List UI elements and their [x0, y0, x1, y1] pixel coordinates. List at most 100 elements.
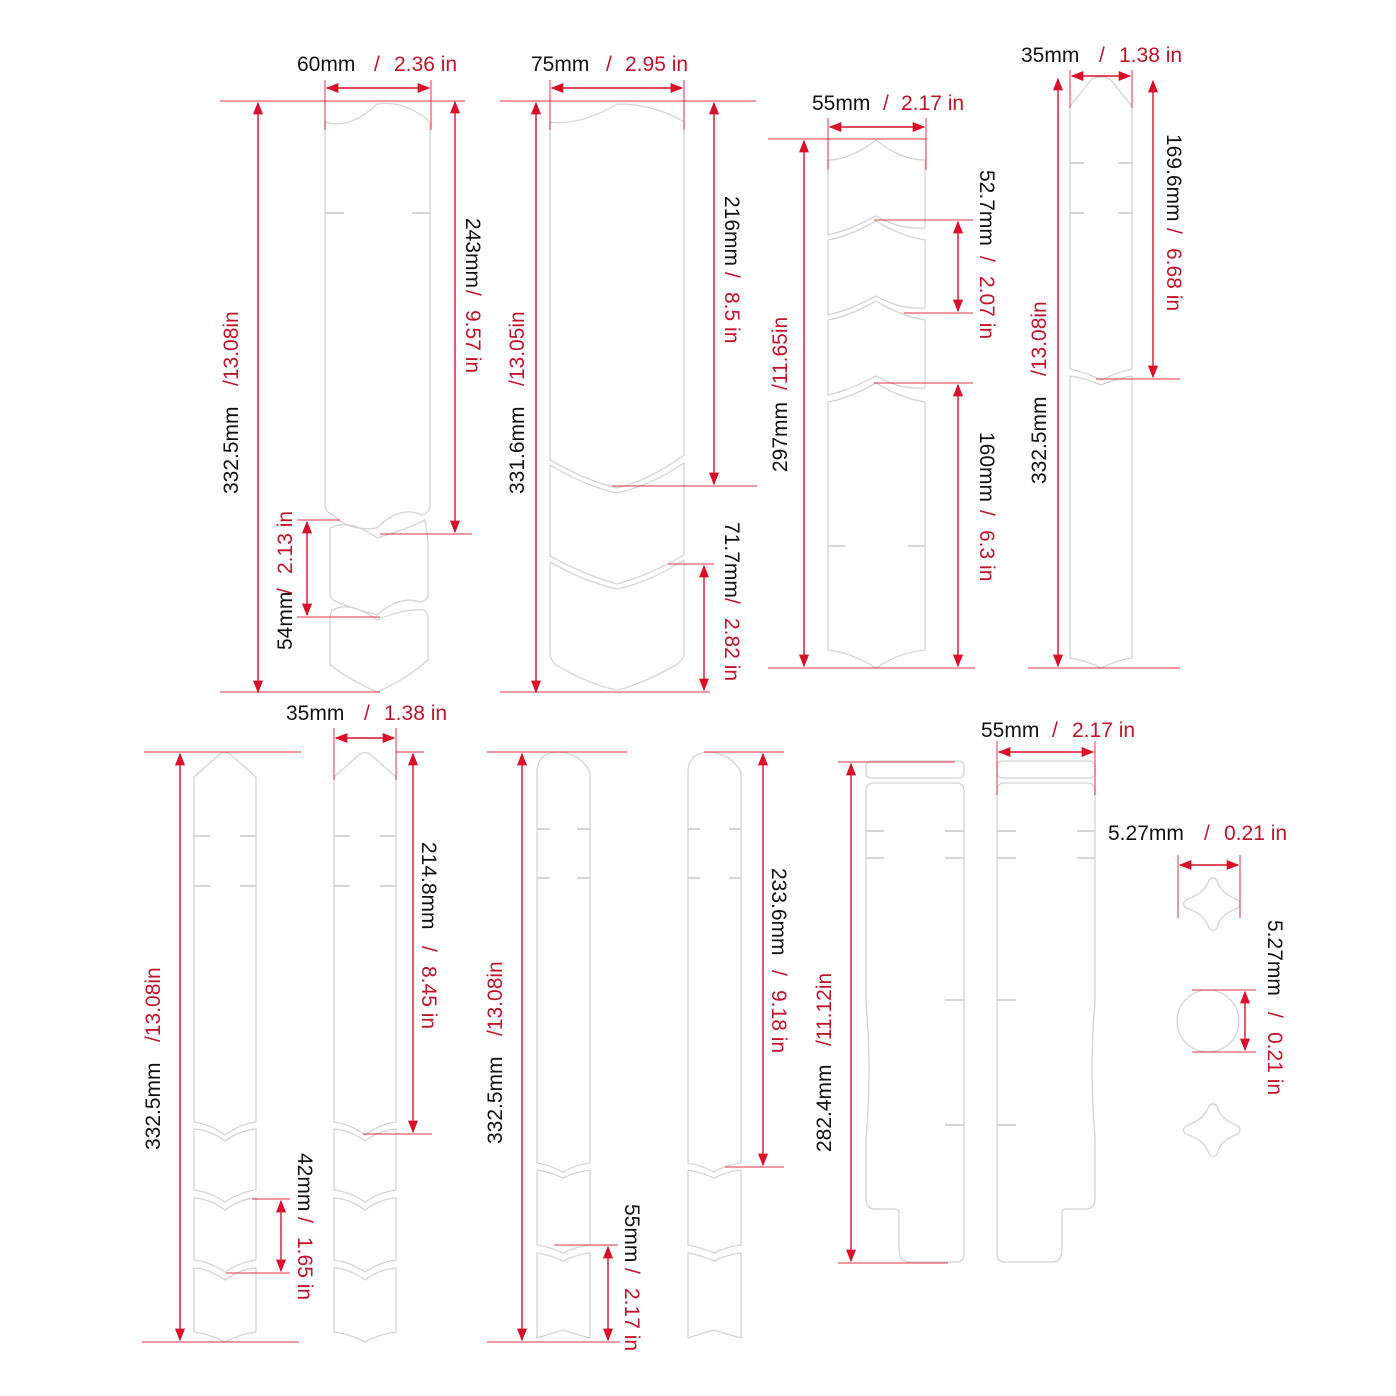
height-label-in: 9.18 in: [767, 990, 790, 1053]
width-label-mm: 60mm: [297, 53, 355, 76]
piece-1-mid-segment-outline: [329, 519, 429, 616]
separator: /: [1263, 1012, 1286, 1018]
height-label-in: 2.17 in: [620, 1288, 643, 1351]
piece-7: 55mm / 2.17 in 282.4mm /11.12in: [813, 719, 1135, 1264]
piece-6-right-strip-outline: [687, 751, 742, 1173]
separator: /: [720, 272, 743, 278]
height-label-in: /13.05in: [506, 311, 529, 386]
height-label-in: 2.13 in: [274, 511, 297, 574]
height-label-in: /13.08in: [484, 961, 507, 1036]
piece-6-right-strip-outline: [687, 1252, 742, 1339]
piece-4-bottom-segment-outline: [1069, 375, 1133, 669]
separator: /: [1162, 228, 1185, 234]
width-label-in: 1.38 in: [384, 702, 447, 725]
height-label-in: 1.65 in: [293, 1237, 316, 1300]
height-label-mm: 160mm: [975, 432, 998, 502]
height-label-mm: 54mm: [274, 592, 297, 650]
piece-1-top-segment-outline: [324, 102, 431, 530]
piece-7-left-tab-outline: [865, 760, 965, 779]
width-label-in: 2.17 in: [901, 92, 964, 115]
width-label-mm: 55mm: [981, 719, 1039, 742]
height-label-in: 0.21 in: [1263, 1032, 1286, 1095]
piece-1-bottom-segment-outline: [329, 606, 429, 693]
piece-7-right-tab-outline: [996, 760, 1096, 779]
piece-5-left-strip-outline: [193, 751, 257, 1136]
separator: /: [606, 53, 612, 76]
piece-5-right-strip-outline: [333, 1128, 397, 1203]
width-label-mm: 5.27mm: [1108, 822, 1184, 845]
separator: /: [293, 1217, 316, 1223]
height-label-in: /13.08in: [142, 967, 165, 1042]
height-label-mm: 332.5mm: [1028, 396, 1051, 484]
width-label-in: 1.38 in: [1119, 44, 1182, 67]
piece-1: 60mm / 2.36 in 332.5mm /13.08in 243mm / …: [220, 53, 484, 694]
piece-8-circle-shape: [1176, 989, 1240, 1053]
height-label-in: 2.82 in: [720, 618, 743, 681]
height-label-mm: 214.8mm: [417, 842, 440, 930]
separator: /: [1099, 44, 1105, 67]
width-label-mm: 55mm: [812, 92, 870, 115]
piece-5-left-strip-outline: [193, 1128, 257, 1203]
height-label-mm: 5.27mm: [1263, 920, 1286, 996]
piece-3-segment-outline: [827, 300, 926, 396]
height-label-mm: 332.5mm: [220, 406, 243, 494]
height-label-in: 8.5 in: [720, 292, 743, 343]
piece-8-star-shape: [1182, 1103, 1241, 1158]
height-label-in: /13.08in: [220, 311, 243, 386]
separator: /: [274, 588, 297, 594]
piece-2: 75mm / 2.95 in 331.6mm /13.05in 216mm / …: [500, 53, 757, 694]
piece-6-left-strip-outline: [536, 1169, 591, 1254]
width-label-in: 2.95 in: [625, 53, 688, 76]
piece-4-top-segment-outline: [1069, 76, 1133, 381]
piece-5-right-strip-outline: [333, 1267, 397, 1343]
piece-3-segment-outline: [827, 220, 926, 316]
width-label-in: 2.17 in: [1072, 719, 1135, 742]
separator: /: [975, 256, 998, 262]
width-label-mm: 35mm: [1021, 44, 1079, 67]
height-label-mm: 71.7mm: [720, 522, 743, 598]
separator: /: [883, 92, 889, 115]
separator: /: [720, 598, 743, 604]
piece-6-right-strip-outline: [687, 1169, 742, 1254]
height-label-mm: 331.6mm: [506, 406, 529, 494]
height-label-in: 2.07 in: [975, 276, 998, 339]
piece-5: 35mm / 1.38 in 332.5mm /13.08in 214.8mm …: [142, 702, 447, 1343]
height-label-mm: 42mm: [293, 1153, 316, 1211]
separator: /: [767, 970, 790, 976]
piece-5-left-strip-outline: [193, 1267, 257, 1343]
height-label-mm: 233.6mm: [767, 868, 790, 956]
height-label-mm: 332.5mm: [142, 1062, 165, 1150]
separator: /: [374, 53, 380, 76]
separator: /: [461, 290, 484, 296]
piece-3-segment-outline: [827, 382, 926, 669]
separator: /: [975, 510, 998, 516]
piece-2-mid-segment-outline: [549, 461, 685, 585]
piece-8-star-shape: [1182, 877, 1241, 932]
piece-2-top-segment-outline: [549, 103, 685, 489]
piece-6-left-strip-outline: [536, 1252, 591, 1339]
piece-8: 5.27mm / 0.21 in 5.27mm / 0.21 in: [1108, 822, 1287, 1158]
width-label-mm: 75mm: [531, 53, 589, 76]
piece-7-left-body-outline: [865, 782, 965, 1263]
height-label-in: /11.65in: [769, 317, 792, 390]
height-label-mm: 216mm: [720, 196, 743, 266]
separator: /: [1052, 719, 1058, 742]
piece-5-right-strip-outline: [333, 751, 397, 1136]
height-label-in: /11.12in: [813, 973, 836, 1046]
separator: /: [1204, 822, 1210, 845]
height-label-in: 8.45 in: [417, 966, 440, 1029]
separator: /: [417, 946, 440, 952]
height-label-in: 6.68 in: [1162, 248, 1185, 311]
height-label-mm: 243mm: [461, 218, 484, 288]
height-label-mm: 52.7mm: [975, 170, 998, 246]
piece-3: 55mm / 2.17 in 297mm /11.65in 52.7mm / 2…: [768, 92, 998, 669]
piece-7-right-body-outline: [996, 782, 1096, 1263]
width-label-in: 0.21 in: [1224, 822, 1287, 845]
height-label-in: /13.08in: [1028, 301, 1051, 376]
height-label-in: 9.57 in: [461, 310, 484, 373]
height-label-mm: 282.4mm: [813, 1064, 836, 1152]
width-label-mm: 35mm: [286, 702, 344, 725]
piece-4: 35mm / 1.38 in 332.5mm /13.08in 169.6mm …: [1021, 44, 1185, 669]
width-label-in: 2.36 in: [394, 53, 457, 76]
